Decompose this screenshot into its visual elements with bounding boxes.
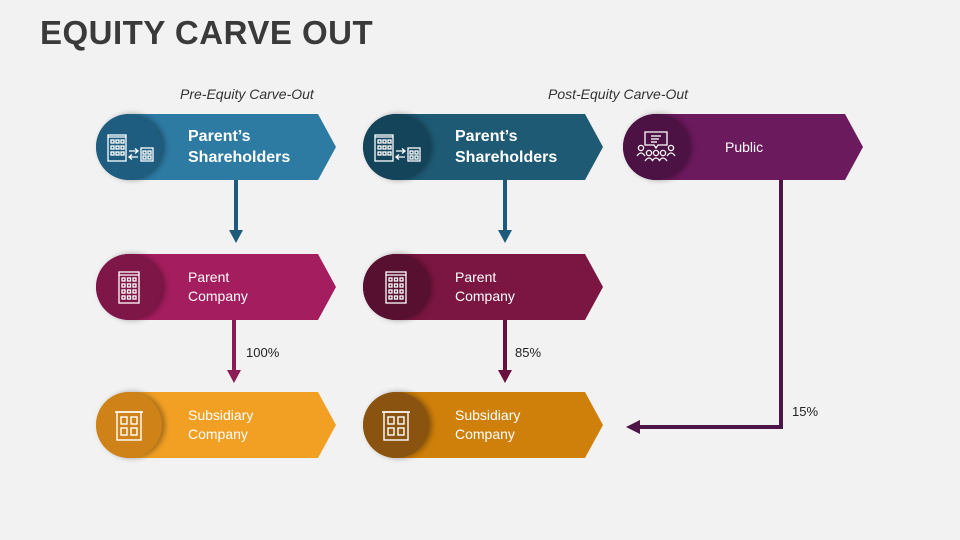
node-label-line1: Public bbox=[725, 138, 764, 155]
post-subsidiary-company-node: Subsidiary Company bbox=[363, 392, 603, 458]
buildings-transfer-icon bbox=[96, 114, 162, 180]
post-parent-company-node: Parent Company bbox=[363, 254, 603, 320]
percentage-label: 85% bbox=[515, 345, 542, 360]
arrow-public-to-subsidiary bbox=[626, 180, 783, 434]
page-title: EQUITY CARVE OUT bbox=[40, 14, 374, 51]
pre-carve-out-label: Pre-Equity Carve-Out bbox=[180, 86, 314, 102]
audience-presentation-icon bbox=[623, 114, 689, 180]
node-label-line2: Shareholders bbox=[455, 149, 558, 166]
node-label-line1: Parent’s bbox=[455, 128, 518, 145]
office-building-icon bbox=[363, 254, 429, 320]
node-label-line1: Parent bbox=[455, 269, 497, 285]
buildings-transfer-icon bbox=[363, 114, 429, 180]
node-label-line1: Parent bbox=[188, 269, 230, 285]
small-building-icon bbox=[96, 392, 162, 458]
arrow-post-shareholders-to-parent bbox=[498, 180, 512, 243]
post-shareholders-node: Parent’s Shareholders bbox=[363, 114, 603, 180]
node-label-line2: Company bbox=[455, 426, 515, 442]
pre-shareholders-node: Parent’s Shareholders bbox=[96, 114, 336, 180]
post-carve-out-label: Post-Equity Carve-Out bbox=[548, 86, 689, 102]
percentage-label: 15% bbox=[792, 404, 819, 419]
arrow-post-parent-to-subsidiary bbox=[498, 320, 512, 383]
public-node: Public bbox=[623, 114, 863, 180]
node-label-line2: Company bbox=[188, 288, 248, 304]
arrow-pre-shareholders-to-parent bbox=[229, 180, 243, 243]
node-label-line2: Shareholders bbox=[188, 149, 291, 166]
small-building-icon bbox=[363, 392, 429, 458]
percentage-label: 100% bbox=[246, 345, 280, 360]
node-label-line1: Parent’s bbox=[188, 128, 251, 145]
node-label-line1: Subsidiary bbox=[455, 407, 521, 423]
office-building-icon bbox=[96, 254, 162, 320]
pre-subsidiary-company-node: Subsidiary Company bbox=[96, 392, 336, 458]
node-label-line1: Subsidiary bbox=[188, 407, 254, 423]
node-label-line2: Company bbox=[188, 426, 248, 442]
arrow-pre-parent-to-subsidiary bbox=[227, 320, 241, 383]
pre-parent-company-node: Parent Company bbox=[96, 254, 336, 320]
node-label-line2: Company bbox=[455, 288, 515, 304]
